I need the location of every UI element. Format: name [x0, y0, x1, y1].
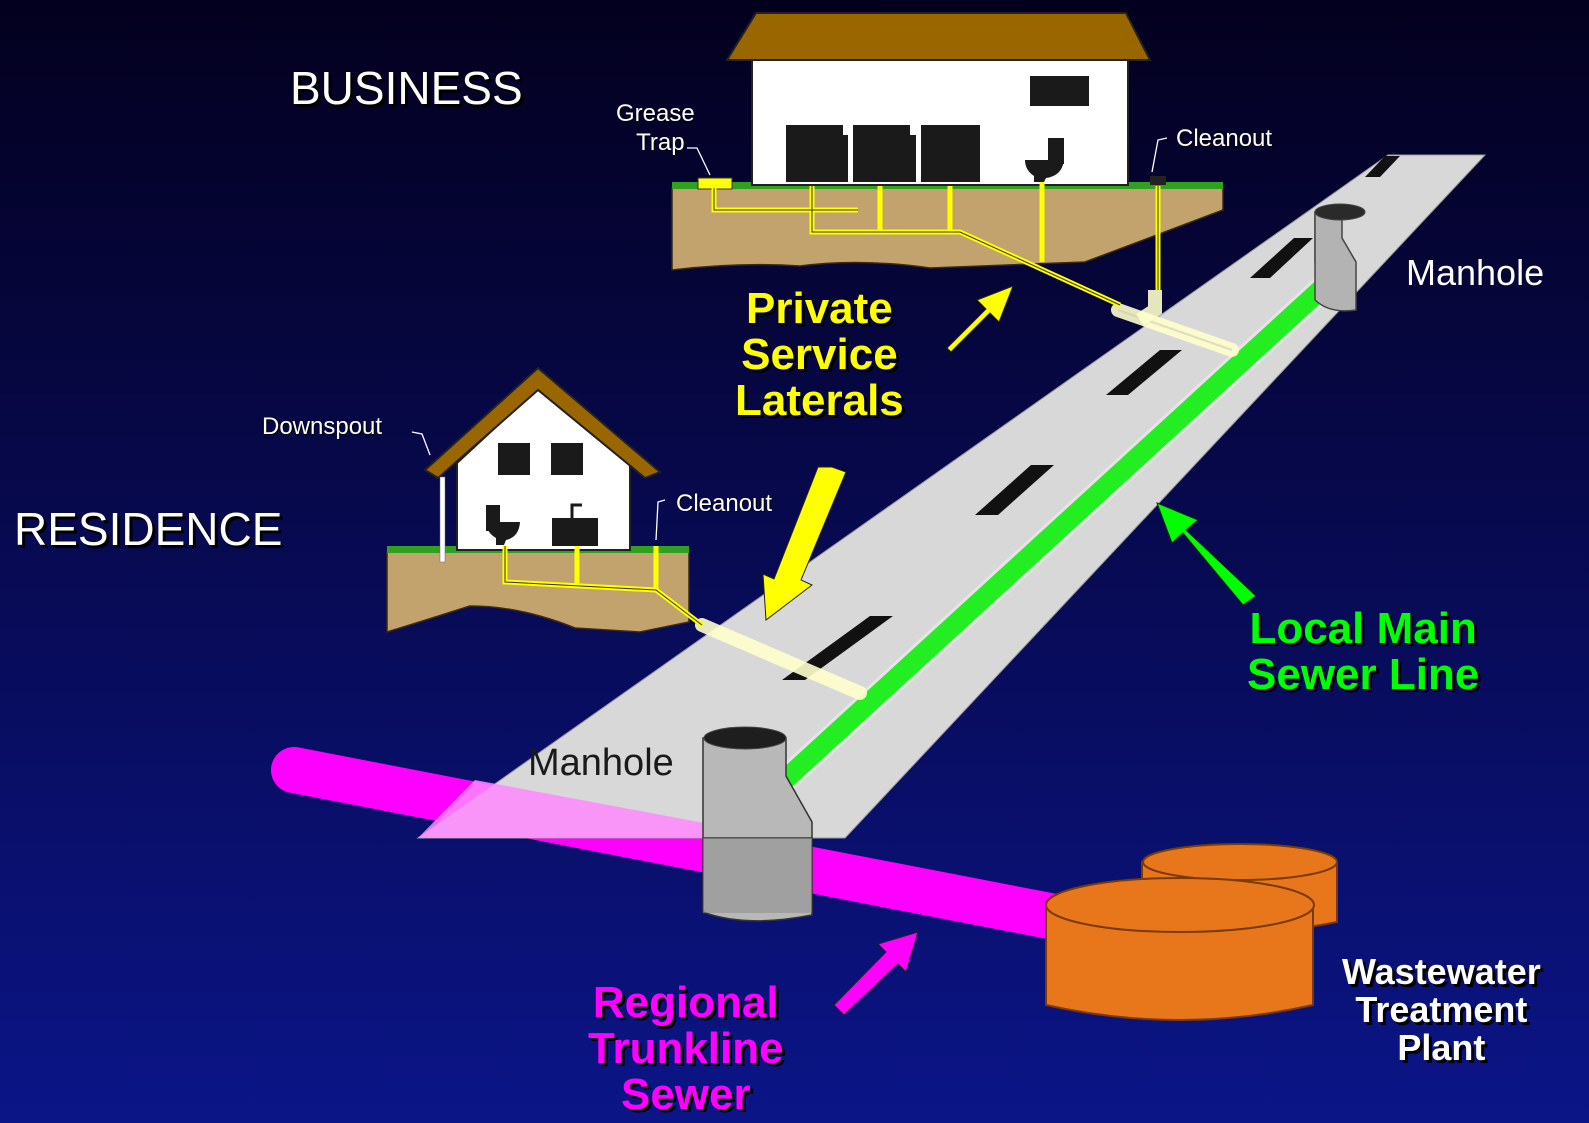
local-main-sewer-pipe: [774, 259, 1353, 791]
plant-line-1: Wastewater: [1342, 951, 1541, 992]
local-main-line-1: Local Main: [1249, 604, 1477, 653]
label-cleanout-business: Cleanout: [1176, 125, 1273, 152]
treatment-plant: [1045, 843, 1338, 1021]
arrow-local-main: [1156, 502, 1257, 606]
arrow-trunkline: [833, 931, 919, 1016]
local-main-line-2: Sewer Line: [1247, 650, 1480, 700]
lane-dash: [1365, 156, 1400, 177]
plant-line-3: Plant: [1397, 1026, 1486, 1068]
lane-dash: [1106, 350, 1182, 395]
label-local-main-sewer-line: Local Main Sewer Line: [1247, 604, 1480, 700]
sink-icon: [552, 503, 598, 546]
label-grease-trap: Grease Trap: [616, 100, 695, 157]
business-building: [671, 12, 1224, 308]
grease-trap-line-2: Trap: [636, 129, 685, 157]
roof: [423, 366, 662, 480]
trunkline-line-2: Trunkline: [588, 1024, 784, 1074]
toilet-icon: [486, 505, 520, 545]
arrow-private-upper: [946, 285, 1014, 353]
lateral-under-street: [695, 290, 1239, 700]
lane-dash: [975, 465, 1054, 515]
trunkline-line-3: Sewer: [620, 1070, 751, 1120]
toilet-icon: [1025, 138, 1064, 182]
manhole-left: [702, 726, 813, 922]
cleanout-business: [1150, 176, 1166, 185]
grease-trap-line-1: Grease: [616, 100, 695, 127]
label-wastewater-treatment-plant: Wastewater Treatment Plant: [1342, 953, 1541, 1066]
private-line-3: Laterals: [735, 376, 904, 426]
residence-building: [386, 366, 704, 634]
label-regional-trunkline-sewer: Regional Trunkline Sewer: [588, 978, 784, 1120]
plant-line-2: Treatment: [1355, 988, 1528, 1030]
label-private-service-laterals: Private Service Laterals: [735, 284, 904, 426]
regional-trunkline-pipe: [271, 747, 1083, 941]
label-manhole-left: Manhole: [528, 742, 674, 784]
label-manhole-right: Manhole: [1406, 252, 1545, 293]
label-residence: RESIDENCE: [14, 503, 283, 555]
label-cleanout-residence: Cleanout: [676, 490, 773, 517]
label-downspout: Downspout: [262, 413, 383, 440]
label-business: BUSINESS: [290, 62, 523, 114]
manhole-right: [1314, 203, 1366, 312]
private-line-1: Private: [746, 284, 893, 333]
trunkline-line-1: Regional: [592, 978, 779, 1027]
lane-dash: [1250, 238, 1313, 278]
arrow-private-lower: [762, 466, 847, 621]
downspout-pipe: [439, 476, 446, 563]
street: [416, 154, 1487, 839]
grease-trap: [697, 177, 733, 190]
roof: [725, 12, 1152, 61]
private-line-2: Service: [741, 330, 898, 380]
